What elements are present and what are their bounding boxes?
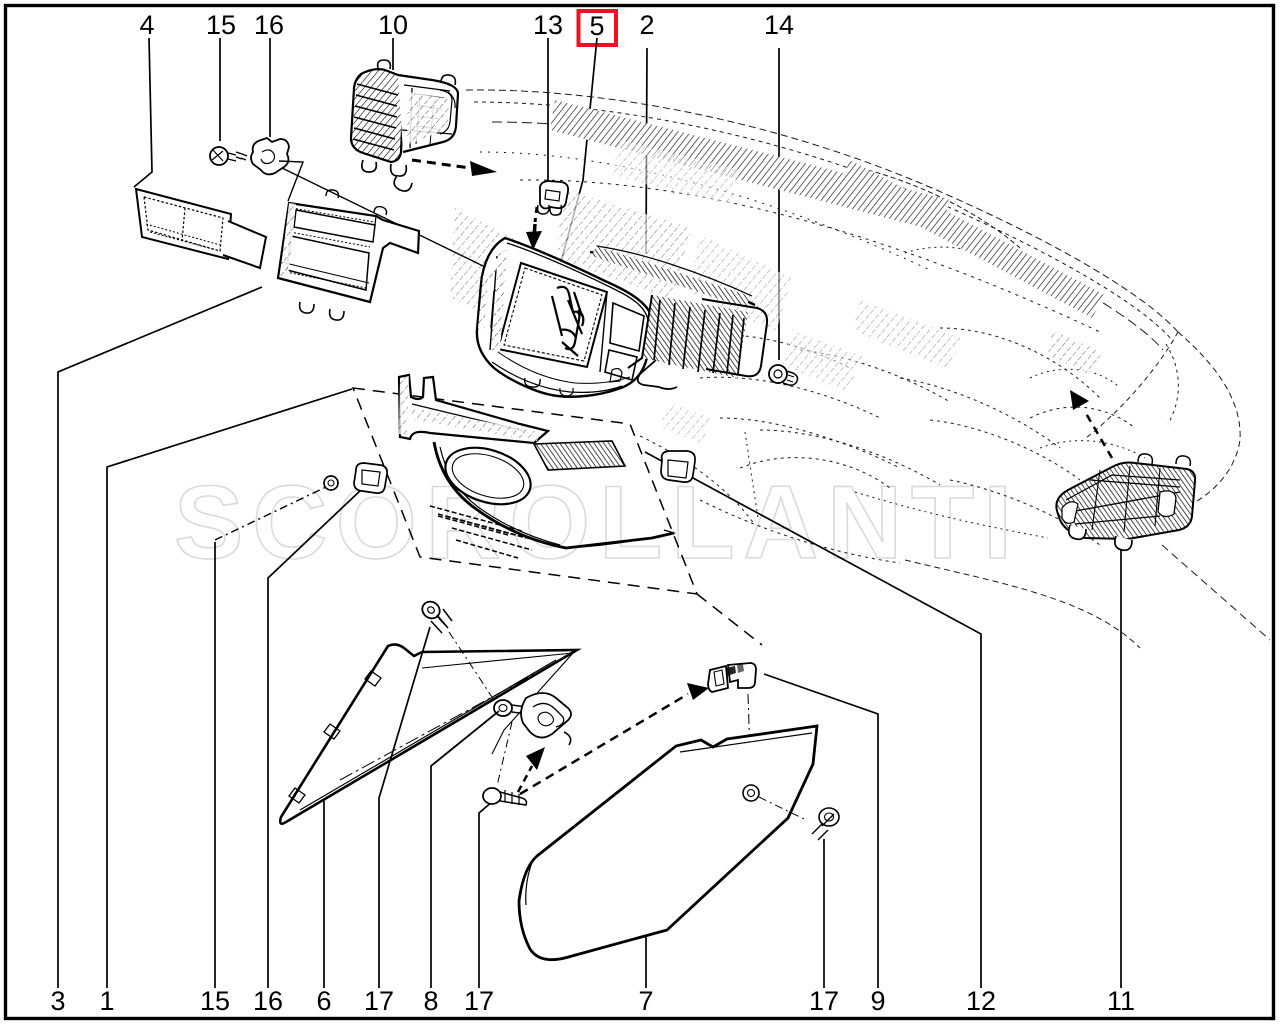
svg-text:9: 9: [870, 986, 885, 1016]
svg-text:3: 3: [50, 986, 65, 1016]
svg-text:15: 15: [200, 986, 230, 1016]
svg-text:16: 16: [253, 986, 283, 1016]
svg-text:17: 17: [364, 986, 394, 1016]
svg-text:11: 11: [1107, 986, 1135, 1016]
svg-text:5: 5: [589, 11, 604, 41]
svg-text:1: 1: [99, 986, 114, 1016]
svg-text:SCOROLLANTI: SCOROLLANTI: [174, 465, 1016, 581]
svg-text:12: 12: [966, 986, 996, 1016]
svg-text:7: 7: [638, 986, 653, 1016]
svg-text:13: 13: [533, 10, 563, 40]
svg-text:4: 4: [139, 10, 154, 40]
svg-text:17: 17: [464, 986, 494, 1016]
svg-text:17: 17: [809, 986, 839, 1016]
svg-text:8: 8: [423, 986, 438, 1016]
svg-text:2: 2: [639, 10, 654, 40]
svg-text:16: 16: [254, 10, 284, 40]
svg-text:6: 6: [316, 986, 331, 1016]
svg-text:14: 14: [764, 10, 794, 40]
svg-text:10: 10: [378, 10, 408, 40]
svg-text:15: 15: [206, 10, 236, 40]
